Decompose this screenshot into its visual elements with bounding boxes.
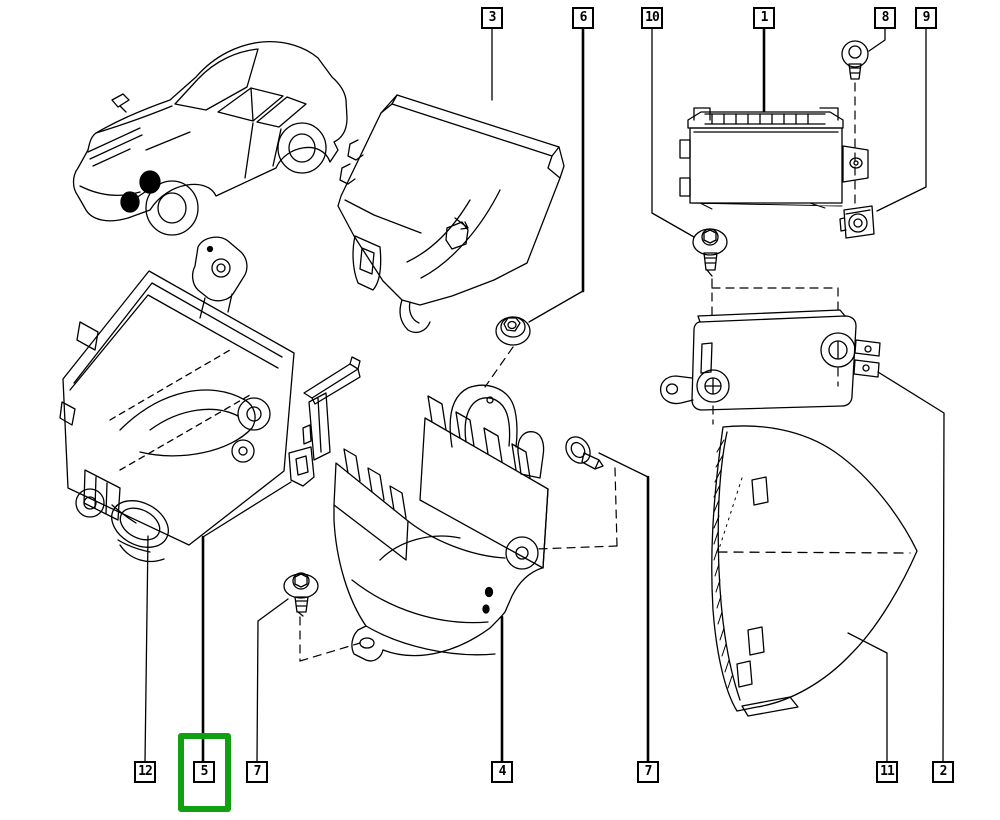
callout-5-selected[interactable]: 5 [193,761,215,783]
part-bracket-4-drawing [333,384,549,662]
callout-4[interactable]: 4 [491,761,513,783]
callout-10[interactable]: 10 [641,7,663,29]
callout-6[interactable]: 6 [572,7,594,29]
callout-3[interactable]: 3 [481,7,503,29]
part-cover-3-drawing [337,94,565,333]
callout-11[interactable]: 11 [876,761,898,783]
car-illustration [72,41,348,236]
part-housing-12-drawing [59,236,295,563]
part-ecu-1-drawing [679,107,869,210]
callout-12[interactable]: 12 [134,761,156,783]
part-nut-6-drawing [495,316,531,346]
part-bracket-5-drawing [288,356,361,487]
callout-8[interactable]: 8 [874,7,896,29]
callout-9[interactable]: 9 [915,7,937,29]
part-clip-nut-9-drawing [839,205,875,239]
callout-leader-lines [144,25,945,764]
part-screw-8-drawing [841,40,869,80]
assembly-dashed-lines [299,82,856,662]
callout-1[interactable]: 1 [753,7,775,29]
part-bracket-2-drawing [659,309,881,411]
part-screw-7-left-drawing [283,572,319,617]
part-screw-10-drawing [692,228,728,277]
callout-7-right[interactable]: 7 [637,761,659,783]
part-rivet-7-right-drawing [565,436,604,470]
part-cover-11-drawing [711,425,918,717]
callout-2[interactable]: 2 [932,761,954,783]
callout-7-left[interactable]: 7 [246,761,268,783]
